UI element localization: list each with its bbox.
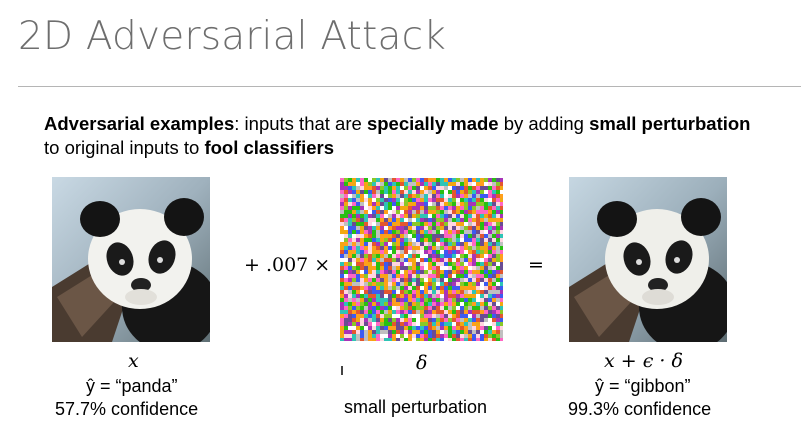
- noise-pattern-icon: [340, 178, 503, 341]
- right-prediction: ŷ = “gibbon”: [595, 376, 691, 396]
- left-prediction: ŷ = “panda”: [86, 376, 178, 396]
- intro-text-2: by adding: [498, 113, 590, 134]
- intro-text-1: : inputs that are: [234, 113, 367, 134]
- middle-symbol: δ: [416, 352, 428, 374]
- equals-operator: =: [528, 254, 544, 276]
- intro-text: Adversarial examples: inputs that are sp…: [44, 112, 764, 160]
- left-confidence: 57.7% confidence: [55, 399, 199, 419]
- intro-bold-2: small perturbation: [589, 113, 751, 134]
- intro-term: Adversarial examples: [44, 113, 235, 134]
- panda-photo-icon: [52, 177, 210, 342]
- right-symbol: x + ϵ · δ: [604, 350, 683, 372]
- left-symbol: x: [128, 350, 139, 372]
- scale-operator: + .007 ×: [244, 254, 331, 276]
- intro-bold-1: specially made: [366, 113, 499, 134]
- slide-title: 2D Adversarial Attack: [18, 14, 447, 59]
- title-divider: [18, 86, 801, 87]
- intro-text-3: to original inputs to: [44, 137, 205, 158]
- stray-mark: [341, 366, 343, 375]
- adversarial-panda-photo-icon: [569, 177, 727, 342]
- intro-bold-3: fool classifiers: [204, 137, 334, 158]
- right-confidence: 99.3% confidence: [568, 399, 712, 419]
- middle-caption: small perturbation: [344, 397, 488, 417]
